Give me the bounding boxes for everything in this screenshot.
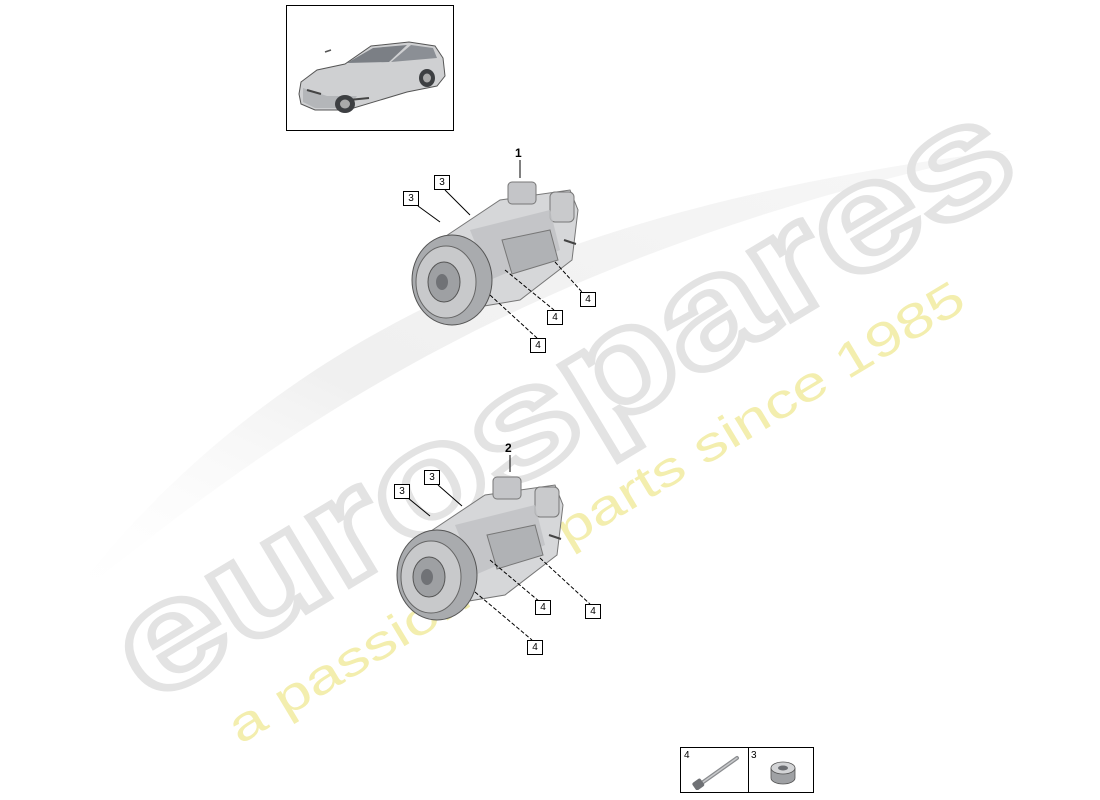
legend-item-4[interactable]: 4 (681, 748, 749, 792)
callout-3[interactable]: 3 (424, 470, 440, 485)
bolt-icon (692, 756, 739, 790)
vehicle-thumbnail (286, 5, 454, 131)
assembly-2-compressor (396, 476, 564, 621)
callout-4[interactable]: 4 (530, 338, 546, 353)
callout-3[interactable]: 3 (403, 191, 419, 206)
callout-4[interactable]: 4 (527, 640, 543, 655)
assembly-2-number: 2 (505, 441, 512, 455)
legend-item-3[interactable]: 3 (748, 748, 813, 792)
callout-4[interactable]: 4 (585, 604, 601, 619)
legend-number: 3 (751, 750, 757, 761)
callout-3[interactable]: 3 (394, 484, 410, 499)
callout-4[interactable]: 4 (535, 600, 551, 615)
ac-compressor-icon (396, 476, 564, 621)
callout-4[interactable]: 4 (547, 310, 563, 325)
suv-car-icon (298, 41, 446, 113)
bushing-icon (770, 761, 796, 785)
ac-compressor-icon (411, 181, 579, 326)
legend-number: 4 (684, 750, 690, 761)
callout-3[interactable]: 3 (434, 175, 450, 190)
callout-4[interactable]: 4 (580, 292, 596, 307)
assembly-1-number: 1 (515, 146, 522, 160)
assembly-1-compressor (411, 181, 579, 326)
parts-legend: 4 3 (680, 747, 814, 793)
